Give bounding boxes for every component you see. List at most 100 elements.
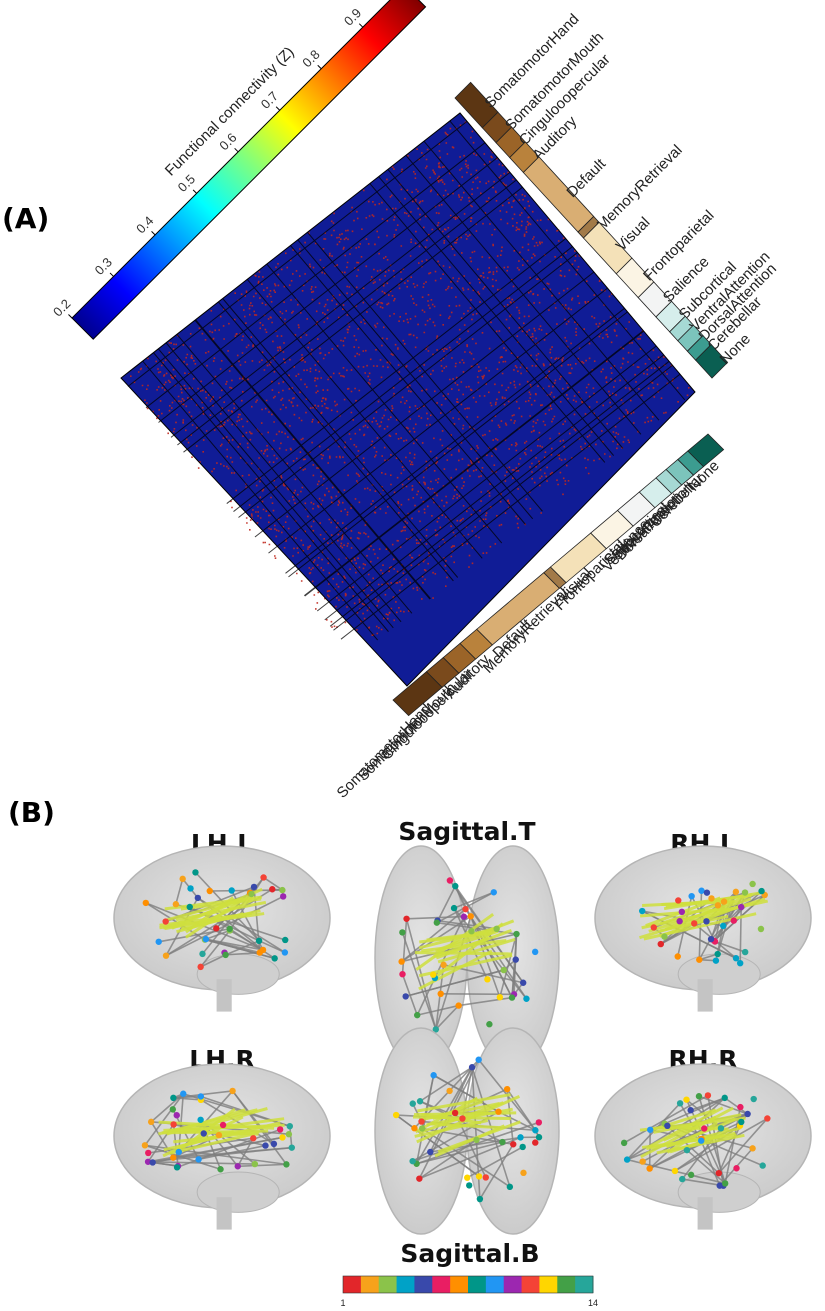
node [251,1160,259,1168]
node [262,1142,269,1149]
node [687,1107,694,1114]
edge [263,876,283,891]
node [646,1165,653,1172]
node [639,907,646,915]
node [450,904,458,912]
colorbar-tick [109,272,114,277]
node [493,925,500,933]
colorbar-tick [358,23,364,28]
node [732,955,740,962]
network-label: Default [563,155,609,201]
node [510,1141,517,1148]
edge [710,890,763,940]
brain-views [113,845,812,1235]
node [696,956,703,963]
node [460,913,468,920]
node [169,1106,177,1113]
node-color-legend [342,1275,594,1294]
node [484,976,491,983]
edge [466,1146,524,1179]
legend-swatch [468,1276,487,1293]
node [495,1108,502,1115]
node [162,952,170,959]
node [455,1002,462,1009]
edge [401,973,418,1016]
node [403,915,410,922]
node [741,889,749,896]
node [219,1121,227,1129]
node [744,1110,751,1118]
node [402,993,409,1000]
node [499,1138,506,1146]
node [282,936,289,944]
node [270,1140,278,1148]
node [482,1174,490,1181]
brain-rh-r [594,1063,812,1230]
edge [145,902,206,941]
node [512,956,519,963]
node [173,1164,181,1171]
node [427,1148,434,1156]
node [650,924,657,931]
legend-swatch [432,1276,451,1293]
node [720,922,727,930]
node [708,895,715,902]
node [256,949,263,956]
node [145,1149,152,1157]
node [683,1146,691,1154]
edge-strong [666,1121,719,1154]
colorbar-title: Functional connectivity (Z) [162,44,298,180]
brain-rh-l [594,845,812,1012]
node [698,1137,705,1144]
node [749,1145,756,1152]
edge [401,918,408,975]
node [228,887,235,894]
node [701,1125,708,1132]
edge [641,910,737,959]
legend-swatch [521,1276,540,1293]
node [520,1169,527,1177]
colorbar-tick [317,64,322,70]
node [430,1072,437,1079]
edge [498,1110,536,1131]
node [715,1169,723,1177]
node [464,1174,471,1181]
edge-strong [641,899,769,930]
edge [698,1095,748,1115]
view-title-sagittal-b: Sagittal.B [400,1239,539,1268]
edge [506,1089,515,1145]
node [409,1100,416,1107]
panel-b-label: (B) [8,796,55,829]
edge [469,916,501,998]
edge [237,1163,287,1168]
view-title-sagittal-t: Sagittal.T [398,817,535,846]
node [155,938,162,945]
matrix-background [121,113,695,686]
edge [401,908,467,963]
node [283,1161,290,1168]
edge-strong [437,938,516,964]
edge [406,915,471,920]
connectivity-matrix [120,112,696,687]
node [707,935,715,943]
edge [440,993,515,996]
node [741,948,749,956]
node [197,1116,204,1123]
edge [435,1005,460,1030]
node [172,901,180,908]
node [698,887,705,894]
node [661,933,668,940]
node [215,1131,223,1139]
brain-stem [216,979,232,1012]
node [418,1125,426,1132]
node [234,1163,241,1170]
legend-swatch [539,1276,558,1293]
node [414,1011,421,1019]
edge [200,954,226,968]
node [462,905,469,913]
node [683,1096,690,1103]
node [647,1126,654,1133]
legend-min-label: 1 [340,1298,345,1308]
node [519,979,527,986]
edge-strong [417,1093,511,1113]
